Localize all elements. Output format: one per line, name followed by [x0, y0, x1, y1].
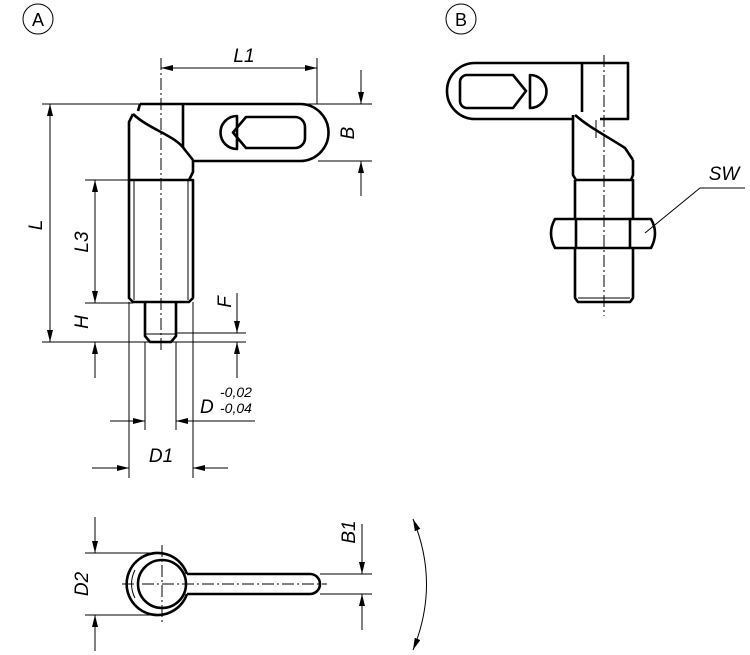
- dim-label-l: L: [26, 220, 47, 231]
- hex-nut: [549, 217, 657, 250]
- view-a: A L1 B L L3: [22, 3, 372, 478]
- lever-notch: [528, 73, 548, 110]
- rotation-arrow-icon: [412, 518, 427, 651]
- dim-label-sw: SW: [709, 164, 742, 185]
- dim-d-tolerance-lower: -0,04: [220, 400, 252, 416]
- knob-helix: [574, 114, 635, 161]
- dim-label-f: F: [215, 295, 236, 308]
- lever: [445, 61, 582, 121]
- dim-label-l3: L3: [72, 231, 93, 253]
- view-b-marker: B: [455, 10, 467, 30]
- knob-inner: [136, 558, 188, 610]
- dim-label-b: B: [338, 126, 359, 139]
- knob-outer: [125, 551, 189, 617]
- threaded-body: [573, 178, 635, 304]
- dim-label-d: D: [200, 397, 214, 418]
- dim-d-tolerance-upper: -0,02: [220, 384, 252, 400]
- view-a-marker-circle: [22, 3, 54, 35]
- top-view: D2 B1: [72, 517, 427, 651]
- threaded-body: [127, 178, 195, 304]
- lever: [140, 102, 330, 163]
- dim-label-b1: B1: [339, 520, 360, 543]
- view-a-marker: A: [32, 10, 44, 30]
- lever-block: [582, 61, 630, 121]
- sw-leader-line: [644, 187, 745, 234]
- dim-label-l1: L1: [233, 46, 254, 67]
- knob-helix: [132, 113, 195, 161]
- dim-label-h: H: [72, 315, 93, 329]
- knob-edge: [131, 569, 136, 599]
- dim-label-d1: D1: [149, 446, 173, 467]
- dim-label-d2: D2: [72, 571, 93, 596]
- lever-notch: [219, 114, 239, 151]
- lever-slot: [231, 115, 307, 150]
- knob-outline: [571, 115, 635, 181]
- view-b: B SW: [445, 3, 745, 316]
- knob-outline: [127, 103, 195, 181]
- lever-arm: [187, 572, 322, 596]
- view-b-marker-circle: [445, 3, 477, 35]
- lever-slot: [458, 73, 528, 110]
